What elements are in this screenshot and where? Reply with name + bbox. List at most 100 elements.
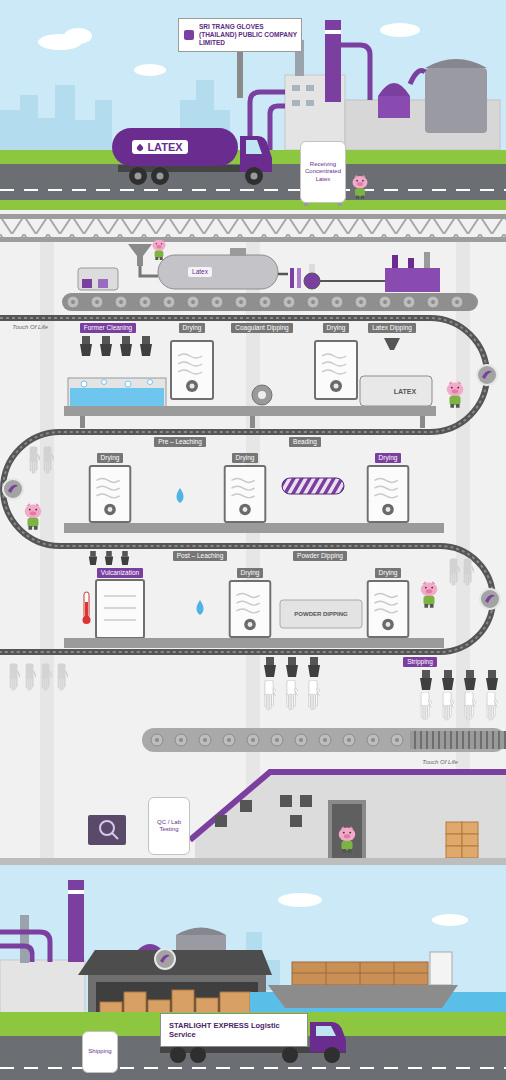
tank-marking: LATEX	[393, 388, 417, 395]
drying-oven	[368, 466, 409, 522]
chimney	[325, 20, 341, 102]
storage-tank: Receiving Concentrated Latex	[300, 141, 346, 203]
former-holder	[89, 551, 97, 565]
factory-building	[0, 960, 85, 1015]
roller	[115, 296, 127, 308]
logo-badge	[155, 949, 175, 969]
former-hand	[42, 663, 54, 690]
node-label: Stripping	[407, 658, 433, 665]
magnifier	[100, 821, 114, 835]
former-holder	[486, 670, 498, 690]
window	[280, 795, 292, 807]
wheel	[324, 1047, 340, 1063]
node-label: Drying	[241, 569, 260, 576]
machine-leg	[250, 416, 255, 428]
glove	[309, 680, 322, 710]
latex-dip-tank	[360, 376, 432, 406]
chain-links	[0, 318, 493, 652]
cloud	[278, 893, 322, 907]
wheel	[170, 1047, 186, 1063]
roller	[295, 734, 307, 746]
former-hand	[58, 663, 70, 690]
former-hand	[450, 558, 462, 585]
roller	[343, 734, 355, 746]
former-holder	[442, 670, 454, 690]
mascot	[353, 175, 368, 199]
former-holder	[264, 657, 276, 677]
carton	[462, 822, 478, 834]
latex-hopper	[384, 338, 400, 350]
step-tab: Vulcanization	[97, 568, 143, 578]
step-tab: Powder Dipping	[293, 551, 347, 561]
wheel	[190, 1047, 206, 1063]
step-tab: Drying	[375, 568, 402, 578]
sky	[0, 865, 506, 1015]
billboard-pole	[237, 50, 243, 98]
magnifier	[112, 833, 118, 839]
tank	[378, 96, 410, 118]
plant-stack	[424, 252, 430, 268]
window	[215, 815, 227, 827]
step-tab: Stripping	[403, 657, 437, 667]
floor-line	[0, 858, 506, 865]
roller	[367, 734, 379, 746]
carton	[446, 846, 462, 858]
counting-grate	[410, 731, 506, 749]
tank-marking: POWDER DIPPING	[293, 611, 348, 617]
pillar	[246, 242, 260, 858]
glove	[443, 692, 455, 720]
logo-badge	[477, 365, 497, 385]
former-hand	[30, 446, 42, 473]
mascot	[152, 239, 165, 260]
roller	[139, 296, 151, 308]
drying-oven	[368, 581, 409, 637]
roller	[151, 734, 163, 746]
water-drop	[177, 488, 184, 503]
roller	[391, 734, 403, 746]
mascot	[25, 503, 42, 530]
former-hand	[44, 446, 56, 473]
wheel	[129, 167, 147, 185]
mixer	[78, 268, 118, 290]
carton	[446, 822, 462, 834]
former-hand	[464, 558, 476, 585]
window	[290, 815, 302, 827]
container-lines	[292, 962, 428, 985]
thermometer	[84, 592, 89, 618]
thermometer	[85, 602, 88, 618]
truck-tank-label: LATEX	[132, 140, 187, 155]
conveyor	[62, 293, 478, 311]
compounding-tank	[158, 255, 278, 289]
cloud	[134, 64, 166, 76]
test-tube	[297, 268, 301, 288]
former-holder	[420, 670, 432, 690]
tank-dome	[378, 83, 410, 96]
step-tab: Pre – Leaching	[154, 437, 206, 447]
node-label: Latex Dipping	[372, 324, 412, 331]
oven-rack	[104, 596, 136, 620]
window	[240, 800, 252, 812]
step-tab: Beading	[289, 437, 321, 447]
machine-leg	[420, 416, 425, 428]
coagulant-drum	[252, 385, 272, 405]
water-drop	[197, 600, 204, 615]
node-label: SRI TRANG GLOVES (THAILAND) PUBLIC COMPA…	[199, 23, 297, 46]
former-holder	[120, 336, 132, 356]
former-hand	[10, 663, 22, 690]
ship-hull	[268, 985, 458, 1008]
window	[306, 85, 314, 91]
roller	[247, 734, 259, 746]
roller-conveyor	[142, 728, 506, 752]
wash-tank	[68, 378, 166, 408]
roller	[307, 296, 319, 308]
wheel	[245, 167, 263, 185]
roller	[187, 296, 199, 308]
drying-oven	[315, 341, 357, 399]
girder	[0, 214, 506, 219]
roller	[211, 296, 223, 308]
roller	[163, 296, 175, 308]
logo-badge	[3, 479, 23, 499]
truck-cab	[240, 136, 272, 172]
tank-dome	[176, 928, 226, 936]
